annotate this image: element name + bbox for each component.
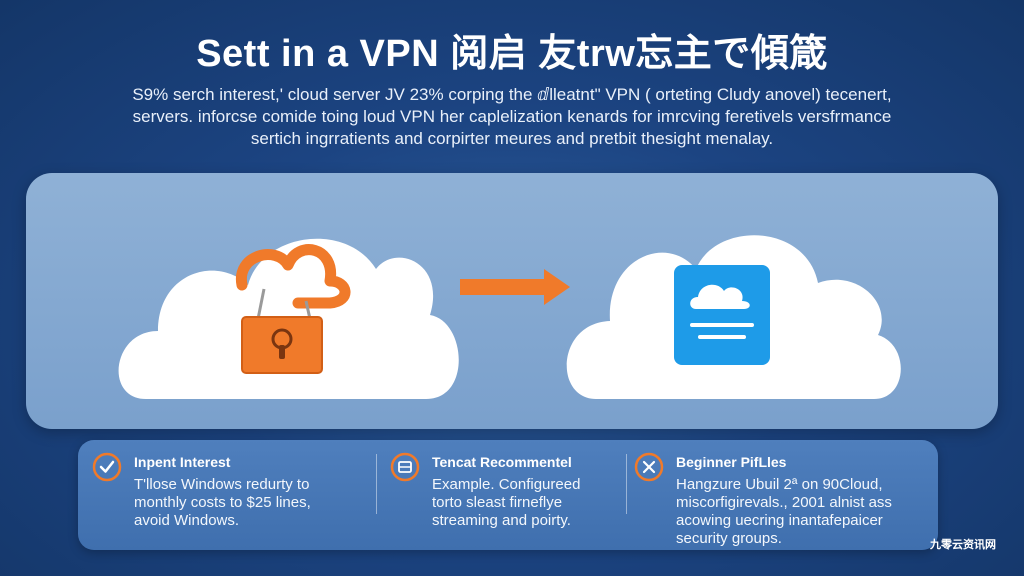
checkmark-circle-icon bbox=[92, 452, 122, 482]
cloud-document-icon bbox=[674, 265, 770, 365]
column-divider bbox=[626, 454, 627, 514]
server-circle-icon bbox=[390, 452, 420, 482]
column-divider bbox=[376, 454, 377, 514]
column-body: Example. Configureed torto sleast firnef… bbox=[432, 476, 580, 530]
column-line: acowing uecring inantafepaicer bbox=[676, 512, 883, 529]
subtitle-line: sertich ingrratients and corpirter meure… bbox=[250, 129, 774, 148]
column-line: miscorfigirevals., 2001 alnist ass bbox=[676, 494, 892, 511]
column-recommendation: Tencat Recommentel Example. Configureed … bbox=[390, 450, 640, 542]
x-circle-icon bbox=[634, 452, 664, 482]
column-interest: Inpent Interest T'llose Windows redurty … bbox=[92, 450, 352, 542]
column-line: streaming and poirty. bbox=[432, 512, 571, 529]
subtitle-line: S9% serch interest,' cloud server JV 23%… bbox=[132, 85, 892, 104]
hero-illustration bbox=[26, 173, 998, 429]
column-pitfalls: Beginner PifLles Hangzure Ubuil 2ª on 90… bbox=[634, 450, 924, 547]
hero-graphic bbox=[118, 235, 901, 399]
subtitle: S9% serch interest,' cloud server JV 23%… bbox=[80, 84, 944, 150]
column-title: Beginner PifLles bbox=[676, 454, 787, 470]
column-line: security groups. bbox=[676, 530, 782, 547]
watermark: 九零云资讯网 bbox=[930, 539, 996, 551]
column-body: Hangzure Ubuil 2ª on 90Cloud, miscorfigi… bbox=[676, 476, 892, 548]
column-line: Hangzure Ubuil 2ª on 90Cloud, bbox=[676, 476, 883, 493]
column-line: monthly costs to $25 lines, bbox=[134, 494, 311, 511]
column-title: Tencat Recommentel bbox=[432, 454, 572, 470]
arrow-right-icon bbox=[460, 269, 570, 305]
column-line: Example. Configureed bbox=[432, 476, 581, 493]
column-line: T'llose Windows redurty to bbox=[134, 476, 310, 493]
column-title: Inpent Interest bbox=[134, 454, 231, 470]
column-body: T'llose Windows redurty to monthly costs… bbox=[134, 476, 311, 530]
subtitle-line: servers. inforcse comide toing loud VPN … bbox=[132, 107, 892, 126]
info-panel: Inpent Interest T'llose Windows redurty … bbox=[78, 440, 938, 550]
column-line: torto sleast firneflye bbox=[432, 494, 563, 511]
page-title: Sett in a VPN 阅启 友trw忘主で傾箴 bbox=[196, 33, 828, 75]
padlock-cloud-icon bbox=[236, 244, 351, 374]
column-line: avoid Windows. bbox=[134, 512, 240, 529]
